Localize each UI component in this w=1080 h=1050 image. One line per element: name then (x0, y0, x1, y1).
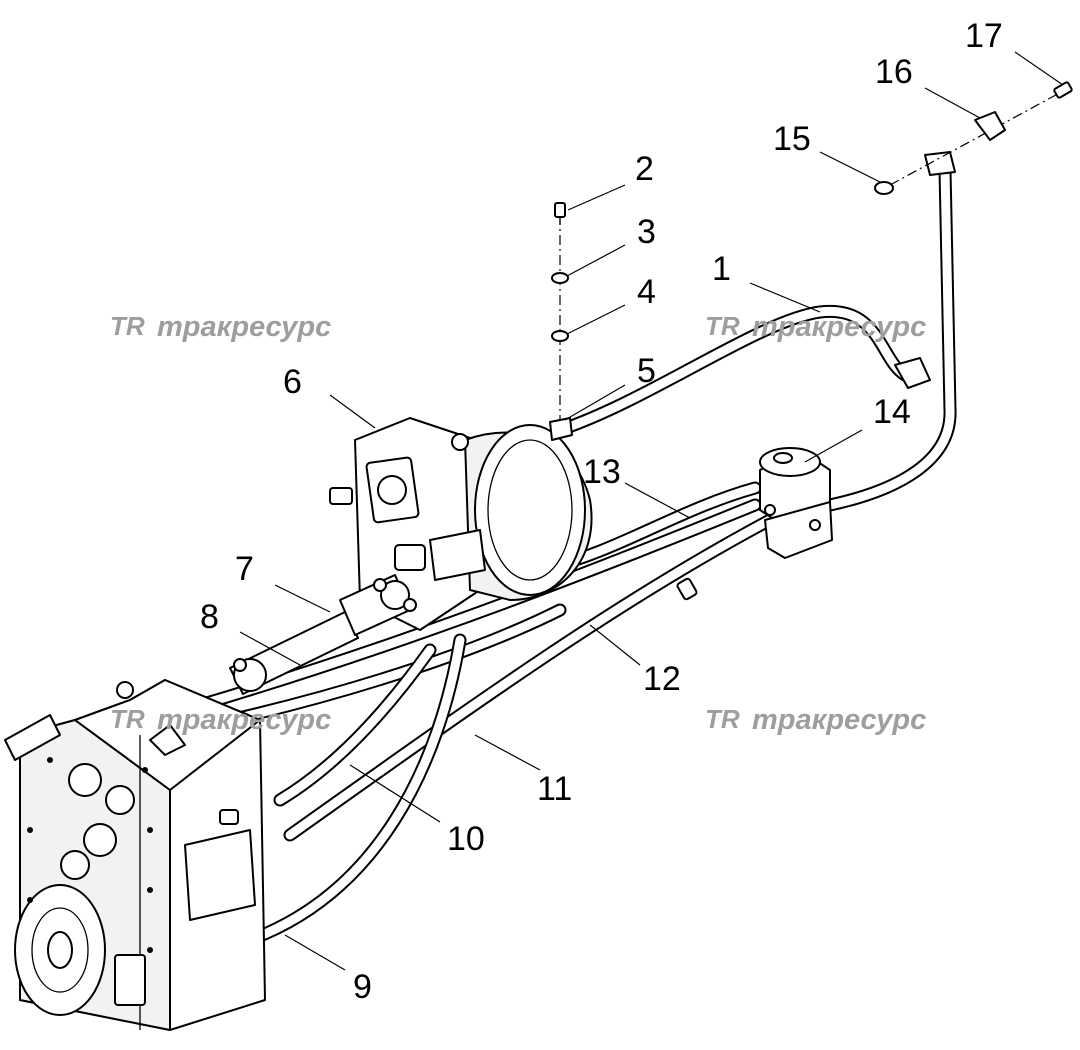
bolt-2 (554, 202, 566, 218)
watermark-text: тракресурс (157, 704, 331, 736)
clamp-16 (974, 111, 1006, 141)
watermark-logo: TR (110, 704, 145, 734)
watermark-logo: TR (705, 311, 740, 341)
watermark-text: тракресурс (752, 704, 926, 736)
watermark-logo: TR (110, 311, 145, 341)
hose-11 (283, 513, 777, 842)
watermark-logo: TR (705, 704, 740, 734)
callout-6: 6 (283, 363, 302, 401)
gearbox (4, 679, 266, 1031)
callout-1: 1 (712, 250, 731, 288)
hose-9 (228, 633, 467, 952)
callout-15: 15 (773, 120, 811, 158)
hose-13b (193, 498, 762, 712)
callout-11: 11 (537, 770, 572, 808)
hose-return (823, 163, 957, 512)
callout-10: 10 (447, 820, 485, 858)
callout-14: 14 (873, 393, 911, 431)
watermark-2: TR тракресурс (705, 311, 926, 343)
callout-8: 8 (200, 598, 219, 636)
hardware (549, 81, 1073, 441)
elbow-fittings (149, 151, 956, 756)
clamp-5 (549, 417, 573, 441)
oring-15 (874, 181, 894, 195)
pump-housing (329, 417, 593, 631)
callout-7: 7 (235, 550, 254, 588)
callout-5: 5 (637, 352, 656, 390)
callout-4: 4 (637, 273, 656, 311)
watermark-text: тракресурс (752, 311, 926, 343)
watermark-3: TR тракресурс (110, 704, 331, 736)
callout-17: 17 (965, 17, 1003, 55)
hose-group (193, 163, 957, 952)
hose-1 (553, 304, 912, 437)
callout-12: 12 (643, 660, 681, 698)
leader-lines (239, 51, 1064, 971)
valve-block-14 (759, 447, 833, 559)
washer-4 (551, 330, 569, 342)
watermark-text: тракресурс (157, 311, 331, 343)
watermark-4: TR тракресурс (705, 704, 926, 736)
hose-10 (273, 643, 437, 807)
bolt-17 (1053, 81, 1073, 99)
washer-3 (551, 272, 569, 284)
watermark-1: TR тракресурс (110, 311, 331, 343)
drive-shaft (229, 574, 417, 695)
hose-clamp (676, 577, 698, 601)
callout-16: 16 (875, 53, 913, 91)
callout-9: 9 (353, 968, 372, 1006)
callout-13: 13 (583, 453, 621, 491)
callouts: 1 2 3 4 5 6 7 8 9 10 11 12 13 14 15 16 1… (200, 17, 1003, 1006)
callout-3: 3 (637, 213, 656, 251)
callout-2: 2 (635, 150, 654, 188)
